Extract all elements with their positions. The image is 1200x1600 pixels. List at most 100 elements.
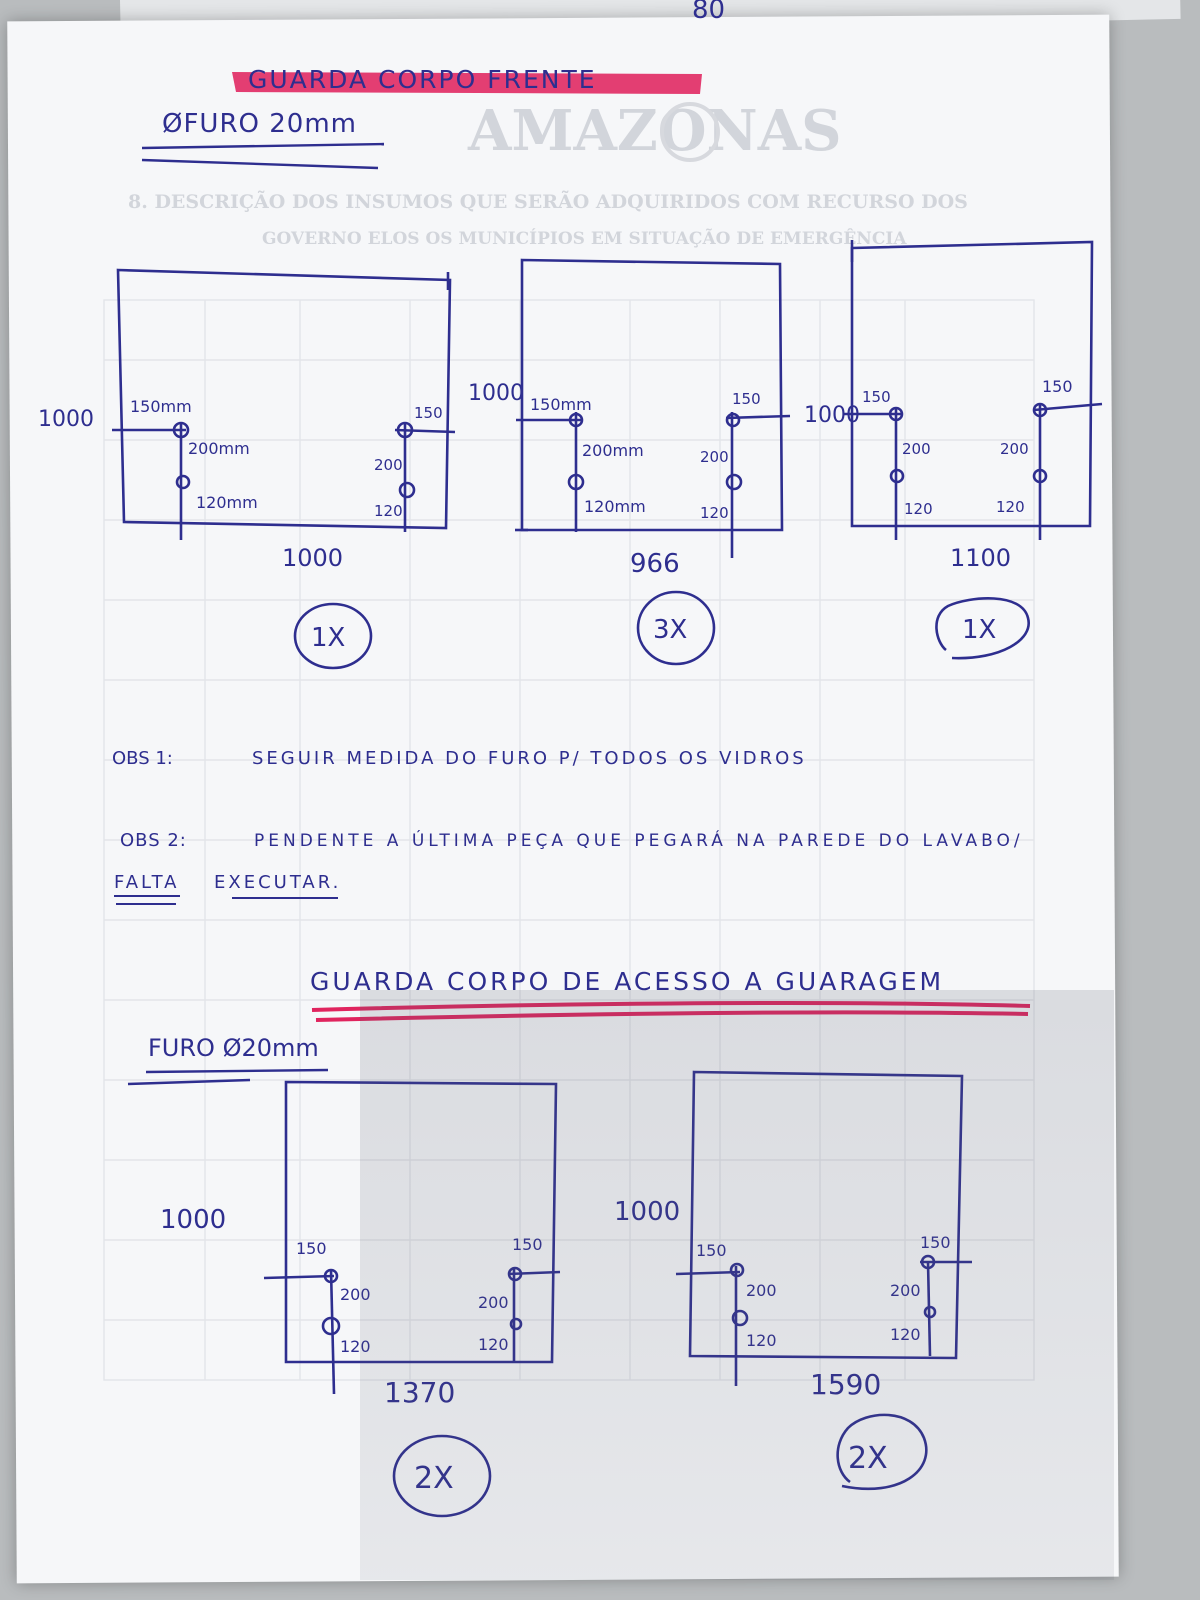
panel-2: [515, 258, 791, 558]
panel-1-outline: [116, 268, 452, 530]
section2-title: GUARDA CORPO DE ACESSO A GUARAGEM: [310, 967, 944, 996]
hole-icon: [568, 412, 584, 428]
panel-3-left-dim-2: 200: [902, 440, 931, 458]
hole-icon: [509, 1317, 523, 1331]
panel-1-height: 1000: [38, 407, 94, 432]
hole-spec-underline-2: [141, 158, 379, 170]
panel-2-right-dim-3: 120: [700, 504, 729, 522]
section2-title-underline-1: [311, 1001, 1031, 1012]
panel-2-qty: 3X: [653, 615, 687, 645]
background-print: AMAZONAS 8. DESCRIÇÃO DOS INSUMOS QUE SE…: [103, 98, 1035, 1381]
hole-icon: [396, 421, 414, 439]
section2-hole-spec: FURO Ø20mm: [148, 1034, 319, 1062]
panel-3: [844, 240, 1103, 540]
panel-5: [675, 1070, 972, 1386]
panel-1: [112, 268, 456, 540]
hole-icon: [725, 412, 741, 428]
panel-2-left-dim-3: 120mm: [584, 497, 646, 516]
panel-5-left-dim-3: 120: [746, 1331, 777, 1350]
panel-2-left-dim-1: 150mm: [530, 395, 592, 414]
panel-5-height: 1000: [614, 1197, 680, 1227]
panel-3-right-dim-2: 200: [1000, 440, 1029, 458]
panel-2-outline: [520, 258, 784, 532]
panel-2-right-dim-1: 150: [732, 390, 761, 408]
hole-spec-underline-1: [141, 142, 385, 150]
panel-1-right-height-line: [394, 428, 456, 434]
panel-4-left-dim-1: 150: [296, 1239, 327, 1258]
panel-5-right-dim-2: 200: [890, 1281, 921, 1300]
hole-icon: [729, 1262, 745, 1278]
panel-4-left-hole-axis: [329, 1269, 336, 1395]
section2-hole-spec-underline-1: [145, 1068, 329, 1074]
panel-5-right-hole-axis: [926, 1261, 932, 1357]
panel-4-left-dim-2: 200: [340, 1285, 371, 1304]
panel-1-left-dim-2: 200mm: [188, 439, 250, 458]
obs2-label: OBS 2:: [120, 830, 187, 851]
panel-2-left-dim-2: 200mm: [582, 441, 644, 460]
panel-5-right-dim-3: 120: [890, 1325, 921, 1344]
hole-icon: [1032, 402, 1048, 418]
panel-1-right-dim-2: 200: [374, 456, 403, 474]
section2-hole-spec-underline-2: [127, 1078, 251, 1086]
panel-3-width: 1100: [950, 544, 1011, 572]
panel-2-right-height-line: [725, 414, 791, 420]
panel-1-qty-circle: [293, 602, 373, 670]
hole-icon: [175, 474, 191, 490]
panel-4-height: 1000: [160, 1205, 226, 1235]
panel-4-qty: 2X: [414, 1461, 454, 1496]
hole-icon: [567, 473, 585, 491]
panel-2-right-dim-2: 200: [700, 448, 729, 466]
background-heading-1: 8. DESCRIÇÃO DOS INSUMOS QUE SERÃO ADQUI…: [128, 190, 968, 213]
hole-icon: [321, 1316, 341, 1336]
panel-1-width: 1000: [282, 544, 343, 572]
panel-5-left-height-line: [675, 1270, 741, 1276]
panel-4-right-dim-2: 200: [478, 1293, 509, 1312]
panel-3-outline: [850, 240, 1094, 528]
obs1-label: OBS 1:: [112, 748, 173, 769]
hole-icon: [172, 421, 190, 439]
hole-icon: [725, 473, 743, 491]
panel-4-width: 1370: [384, 1376, 455, 1409]
background-table-grid: [103, 299, 1035, 1381]
panel-2-width: 966: [630, 549, 680, 579]
panel-3-left-dim-3: 120: [904, 500, 933, 518]
hole-icon: [323, 1268, 339, 1284]
panel-4-right-dim-1: 150: [512, 1235, 543, 1254]
background-seal-icon: [660, 102, 720, 162]
panel-3-left-dim-1: 150: [862, 388, 891, 406]
background-logo: AMAZONAS: [467, 98, 842, 164]
section1-hole-spec: ØFURO 20mm: [162, 109, 357, 139]
panel-4-outline: [284, 1080, 558, 1364]
panel-3-qty-circle: [935, 597, 1030, 660]
panel-5-qty: 2X: [848, 1441, 888, 1476]
panel-5-outline: [688, 1070, 964, 1360]
hole-icon: [920, 1254, 936, 1270]
panel-4-left-dim-3: 120: [340, 1337, 371, 1356]
panel-5-qty-circle: [836, 1413, 928, 1491]
obs2-text: PENDENTE A ÚLTIMA PEÇA QUE PEGARÁ NA PAR…: [254, 829, 1024, 851]
hole-icon: [398, 481, 416, 499]
hole-icon: [1032, 468, 1048, 484]
panel-1-right-dim-1: 150: [414, 404, 443, 422]
section1-title: GUARDA CORPO FRENTE: [248, 65, 597, 94]
panel-5-width: 1590: [810, 1368, 881, 1401]
panel-4: [263, 1080, 561, 1395]
background-heading-2: GOVERNO ELOS OS MUNICÍPIOS EM SITUAÇÃO D…: [262, 227, 907, 249]
panel-3-right-dim-3: 120: [996, 498, 1025, 516]
panel-3-right-dim-1: 150: [1042, 377, 1073, 396]
panel-4-right-height-line: [507, 1270, 561, 1276]
hole-icon: [923, 1305, 937, 1319]
panel-1-left-dim-3: 120mm: [196, 493, 258, 512]
hole-icon: [888, 406, 904, 422]
obs2-text-2a: FALTA: [114, 872, 179, 893]
panel-4-right-dim-3: 120: [478, 1335, 509, 1354]
hole-icon: [731, 1309, 749, 1327]
panel-1-right-dim-3: 120: [374, 502, 403, 520]
hole-icon: [507, 1266, 523, 1282]
panel-2-qty-circle: [636, 590, 716, 666]
panel-5-left-dim-1: 150: [696, 1241, 727, 1260]
panel-4-left-height-line: [263, 1274, 335, 1280]
panel-3-qty: 1X: [962, 615, 996, 645]
panel-5-right-dim-1: 150: [920, 1233, 951, 1252]
